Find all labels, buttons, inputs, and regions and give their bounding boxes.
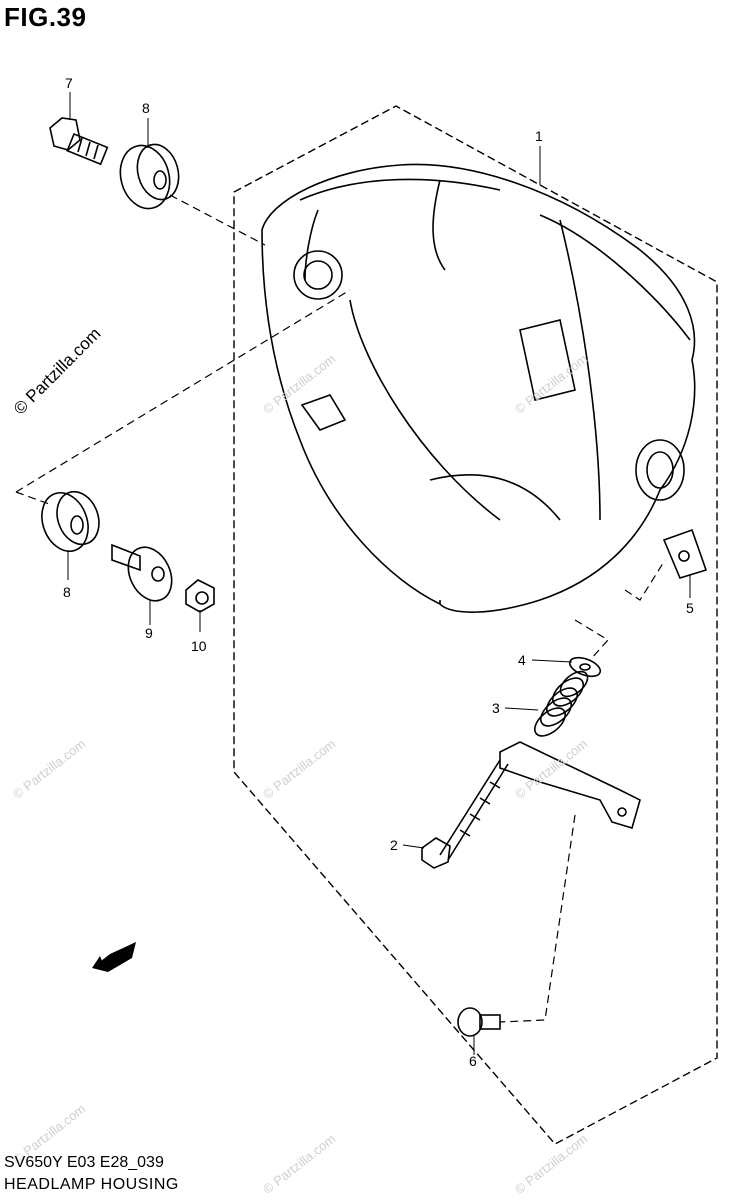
callout-5: 5	[686, 600, 694, 616]
part-9-collar	[111, 543, 173, 602]
callout-1: 1	[535, 128, 543, 144]
callout-6: 6	[469, 1053, 477, 1069]
assembly-boundary	[233, 105, 718, 1145]
model-code: SV650Y E03 E28_039	[4, 1154, 164, 1171]
callout-4: 4	[518, 652, 526, 668]
upper-mount-boss	[293, 250, 343, 300]
part-8-grommet-upper	[119, 143, 180, 210]
adjuster-bracket	[499, 741, 641, 829]
callout-8-upper: 8	[142, 100, 150, 116]
part-8-grommet-lower	[41, 490, 100, 552]
headlamp-housing	[261, 163, 696, 613]
callout-10: 10	[191, 638, 207, 654]
side-mount-boss	[635, 439, 685, 501]
callout-8-lower: 8	[63, 584, 71, 600]
part-2-screw	[421, 759, 509, 869]
part-3-spring	[533, 670, 589, 737]
figure-title: FIG.39	[4, 2, 87, 32]
part-7-bolt	[49, 117, 109, 166]
callout-7: 7	[65, 75, 73, 91]
forward-direction-icon	[92, 942, 136, 972]
part-4-washer	[568, 656, 602, 678]
callout-9: 9	[145, 625, 153, 641]
part-5-clip	[662, 528, 708, 579]
callout-3: 3	[492, 700, 500, 716]
diagram-caption: HEADLAMP HOUSING	[4, 1176, 179, 1193]
callout-2: 2	[390, 837, 398, 853]
part-10-nut	[185, 579, 215, 613]
part-6-screw	[457, 1007, 501, 1037]
